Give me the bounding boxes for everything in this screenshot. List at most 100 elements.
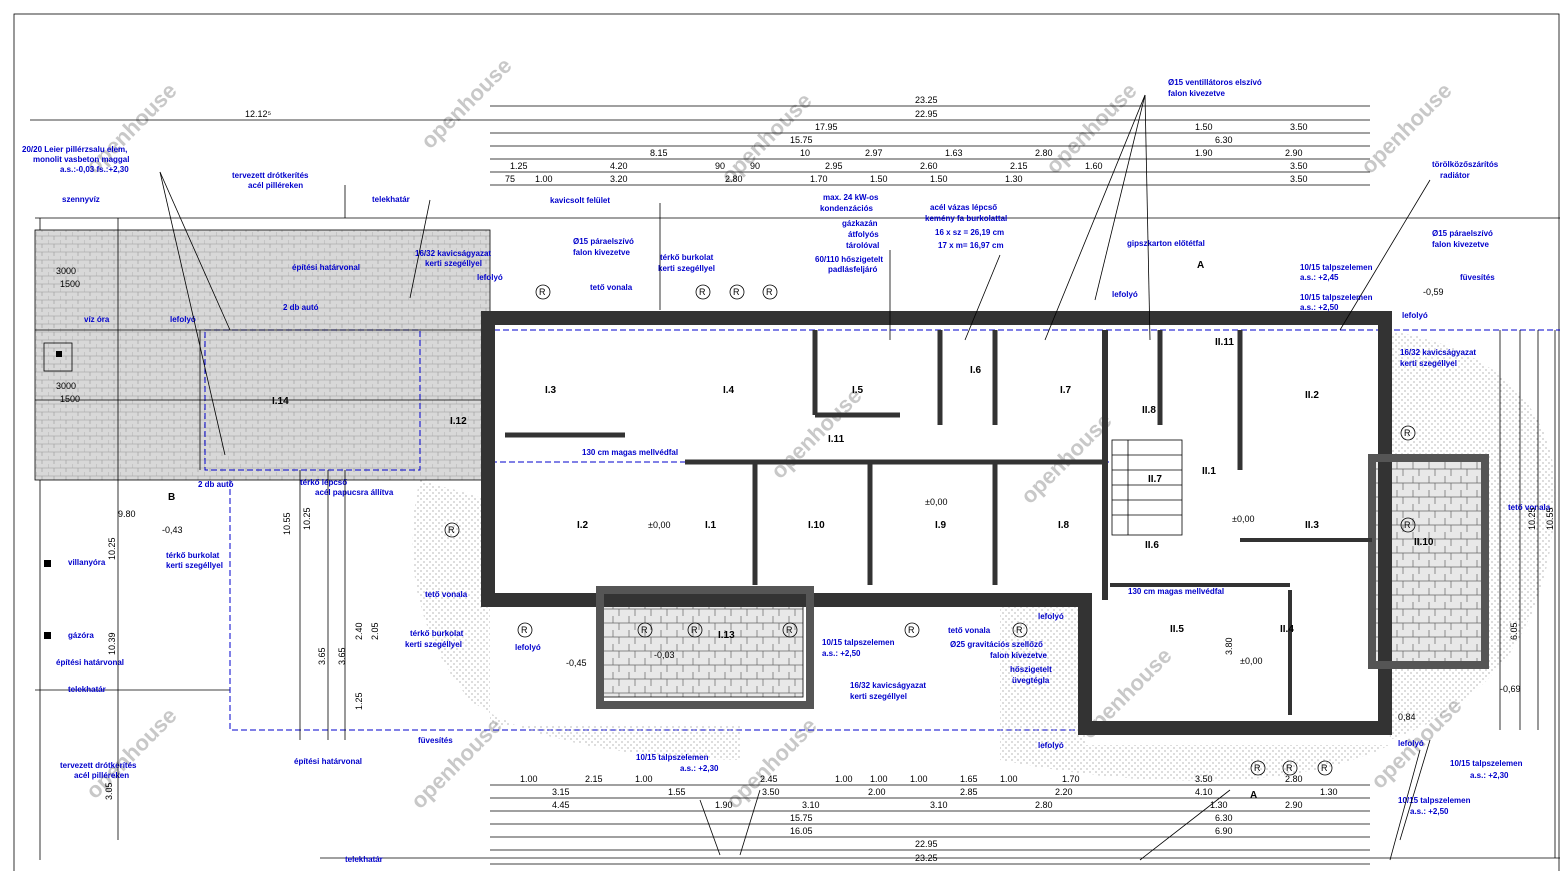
dim-bottom: 2.85 (960, 787, 978, 797)
annotation: 2 db autó (283, 303, 319, 312)
annotation: padlásfeljáró (828, 265, 877, 274)
dim-left: 3.05 (104, 782, 114, 800)
annotation: kerti szegéllyel (405, 640, 462, 649)
dim-bottom: 1.00 (835, 774, 853, 784)
svg-text:R: R (1286, 763, 1293, 773)
annotation: villanyóra (68, 558, 106, 567)
annotation: 2 db autó (198, 480, 234, 489)
level-mark: ±0,00 (925, 497, 947, 507)
dim-row6: 1.50 (870, 174, 888, 184)
annotation: kerti szegéllyel (658, 264, 715, 273)
dim-bottom: 1.00 (635, 774, 653, 784)
dim-right: 10.25 (1527, 507, 1537, 530)
radiator-icon: R (1282, 760, 1298, 776)
room-label: II.11 (1215, 337, 1234, 348)
dim-bottom: 23.25 (915, 853, 938, 863)
svg-text:R: R (766, 287, 773, 297)
dim-left: 3.65 (317, 647, 327, 665)
gas-meter-icon (44, 632, 51, 639)
annotation: Ø15 páraelszívó (573, 237, 634, 246)
svg-text:R: R (1404, 520, 1411, 530)
radiator-icon: R (444, 522, 460, 538)
svg-text:R: R (1254, 763, 1261, 773)
dim-bottom: 2.90 (1285, 800, 1303, 810)
radiator-icon: R (1012, 622, 1028, 638)
dim-right: 6.05 (1509, 622, 1519, 640)
radiator-icon: R (782, 622, 798, 638)
annotation: lefolyó (515, 643, 541, 652)
room-label: I.12 (450, 416, 467, 427)
dim-bottom: 2.20 (1055, 787, 1073, 797)
level-mark: -0,59 (1423, 287, 1444, 297)
radiator-icon: R (1250, 760, 1266, 776)
annotation: kavicsolt felület (550, 196, 610, 205)
annotation: gázóra (68, 631, 94, 640)
room-label: I.8 (1058, 520, 1070, 531)
annotation: füvesítés (418, 736, 453, 745)
annotation: törölközőszárítós (1432, 160, 1499, 169)
dim-row2: 3.50 (1290, 122, 1308, 132)
annotation: telekhatár (68, 685, 106, 694)
dim-bottom: 2.80 (1285, 774, 1303, 784)
svg-text:R: R (1404, 428, 1411, 438)
room-label: I.14 (272, 396, 289, 407)
room-label: II.8 (1142, 405, 1156, 416)
annotation: a.s.: +2,50 (822, 649, 861, 658)
gravel-area-bottom (1000, 600, 1390, 781)
annotation: térkő burkolat (660, 253, 714, 262)
dim-left-offset: 12.12⁵ (245, 109, 272, 119)
watermark: openhouse (81, 703, 182, 804)
annotation: 10/15 talpszelemen (822, 638, 895, 647)
dim-bottom: 6.30 (1215, 813, 1233, 823)
dim-bottom: 1.90 (715, 800, 733, 810)
gravel-area-left (412, 480, 740, 760)
dim-bottom: 1.70 (1062, 774, 1080, 784)
svg-text:R: R (448, 525, 455, 535)
level-mark: -0,45 (566, 658, 587, 668)
annotation: 16/32 kavicságyazat (850, 681, 926, 690)
dim-right: 10.55 (1545, 507, 1555, 530)
room-label: I.2 (577, 520, 589, 531)
radiator-icon: R (762, 284, 778, 300)
annotation: 16 x sz = 26,19 cm (935, 228, 1004, 237)
dim-row6: 1.70 (810, 174, 828, 184)
level-marks: ±0,00 ±0,00 ±0,00 ±0,00 -0,43 -0,45 -0,5… (162, 287, 1521, 722)
annotation: Ø15 páraelszívó (1432, 229, 1493, 238)
annotation: telekhatár (372, 195, 410, 204)
dim-row5: 2.95 (825, 161, 843, 171)
dim-row4: 2.97 (865, 148, 883, 158)
dim-inner-top: 22.95 (915, 109, 938, 119)
annotation: tető vonala (948, 626, 991, 635)
dim-row6: 1.30 (1005, 174, 1023, 184)
annotation: víz óra (84, 315, 110, 324)
annotation: gipszkarton előtétfal (1127, 239, 1205, 248)
dim-bottom: 3.15 (552, 787, 570, 797)
dim-left: 10.39 (107, 632, 117, 655)
drawing-frame (13, 13, 1560, 871)
section-mark-b: B (168, 492, 175, 503)
room-label: I.6 (970, 365, 982, 376)
annotation: acél papucsra állítva (315, 488, 394, 497)
svg-text:R: R (691, 625, 698, 635)
annotation: radiátor (1440, 171, 1470, 180)
annotation: Ø15 ventillátoros elszívó (1168, 78, 1262, 87)
radiator-icon: R (695, 284, 711, 300)
watermark: openhouse (416, 53, 517, 154)
annotation: acél pilléreken (74, 771, 129, 780)
leader-lines (159, 94, 1431, 861)
annotation: tervezett drótkerítés (232, 171, 309, 180)
svg-text:R: R (1321, 763, 1328, 773)
dim-left: 1.25 (354, 692, 364, 710)
svg-text:R: R (908, 625, 915, 635)
dim-row5: 90 (715, 161, 725, 171)
bottom-dimensions: 1.00 2.15 1.00 2.45 1.00 1.00 1.00 1.65 … (490, 774, 1370, 865)
dim-bottom: 1.00 (520, 774, 538, 784)
annotation: 130 cm magas mellvédfal (582, 448, 678, 457)
room-label: I.7 (1060, 385, 1072, 396)
level-mark: -0,03 (654, 650, 675, 660)
room-label: II.10 (1414, 537, 1434, 548)
dim-bottom: 6.90 (1215, 826, 1233, 836)
room-label: II.7 (1148, 474, 1162, 485)
dim-right: 3.80 (1224, 637, 1234, 655)
annotation: tető vonala (425, 590, 468, 599)
